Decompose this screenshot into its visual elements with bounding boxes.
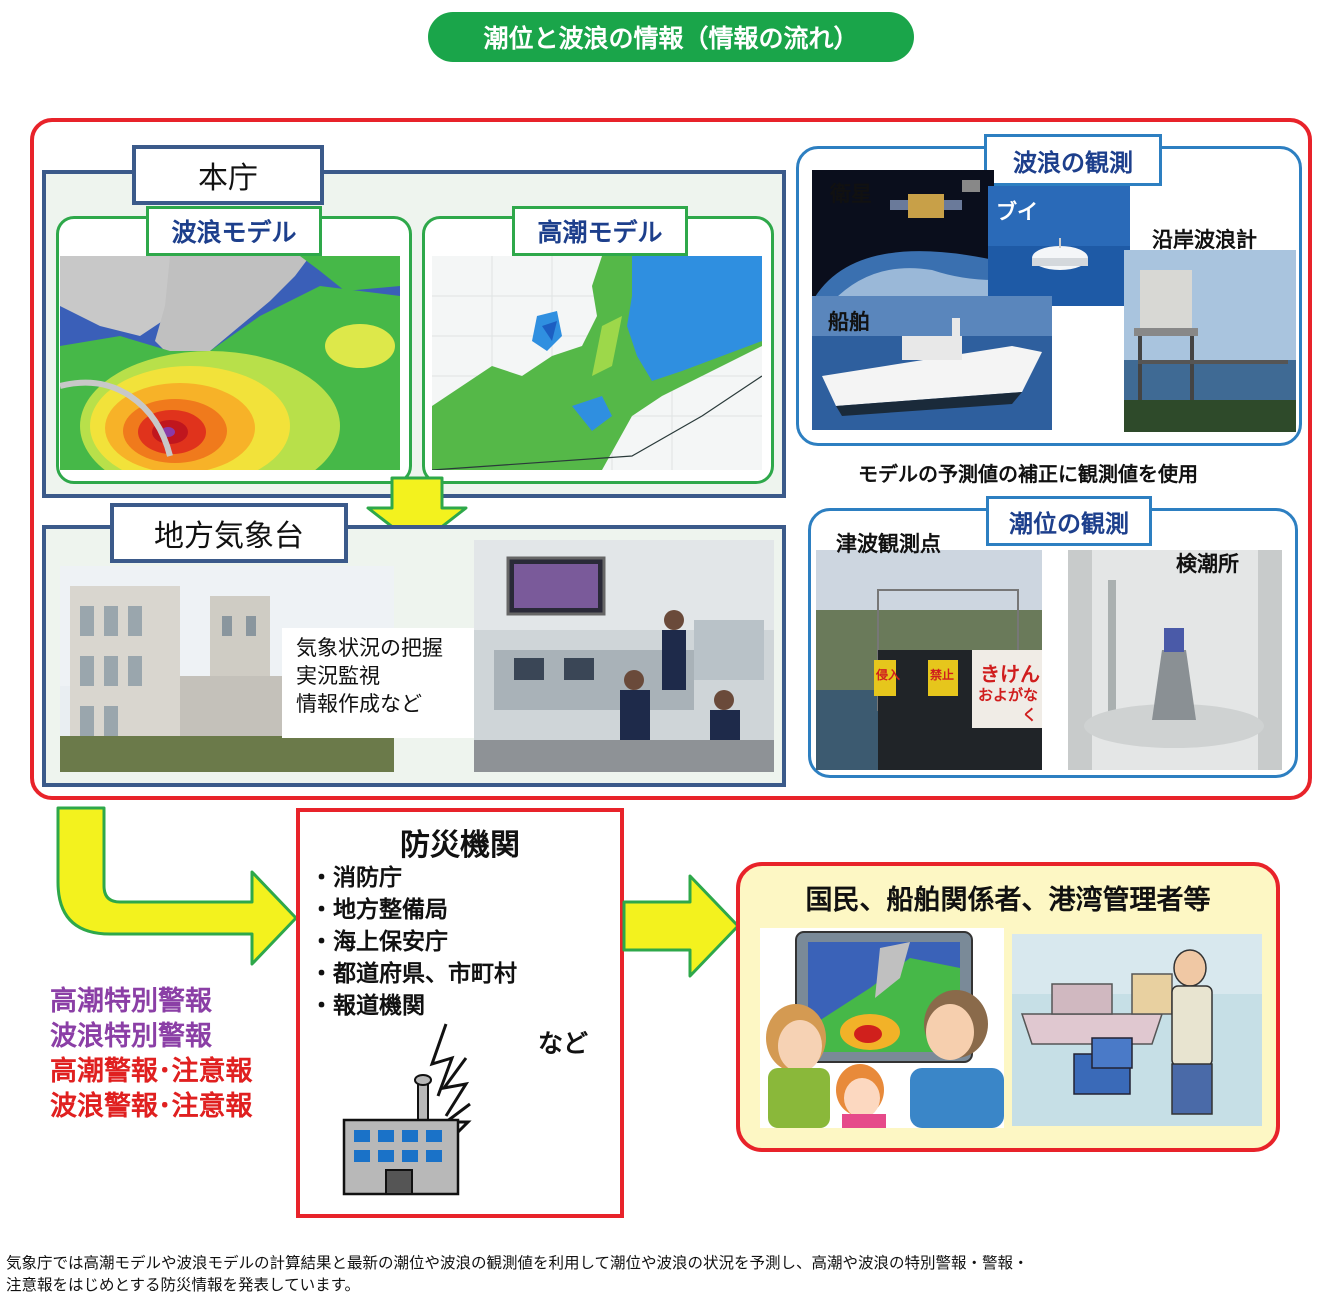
- warning-item: 高潮警報･注意報: [50, 1056, 253, 1087]
- flow-arrow-to-public: [622, 874, 740, 978]
- bosai-item: ・海上保安庁: [310, 929, 448, 955]
- coastal-wave-gauge-photo: [1124, 250, 1296, 432]
- tide-station-photo: [1068, 550, 1282, 770]
- sign-text: 侵入: [876, 668, 901, 682]
- bosai-item: ・報道機関: [310, 993, 425, 1019]
- task-line: 実況監視: [296, 664, 380, 688]
- task-line: 情報作成など: [296, 692, 422, 716]
- operations-room-photo: [474, 540, 774, 772]
- task-line: 気象状況の把握: [296, 636, 443, 660]
- family-watching-screen-illustration: [760, 928, 1004, 1128]
- warnings-list: 高潮特別警報 波浪特別警報 高潮警報･注意報 波浪警報･注意報: [50, 984, 253, 1124]
- bosai-title: 防災機関: [400, 828, 520, 863]
- footer-line: 気象庁では高潮モデルや波浪モデルの計算結果と最新の潮位や波浪の観測値を利用して潮…: [6, 1254, 1029, 1272]
- warning-item: 波浪警報･注意報: [50, 1091, 253, 1122]
- wave-observation-label: 波浪の観測: [984, 134, 1162, 186]
- jma-frame: [30, 118, 1312, 800]
- buoy-photo: [988, 186, 1130, 306]
- wave-model-map: [60, 256, 400, 470]
- page-title: 潮位と波浪の情報（情報の流れ）: [428, 12, 914, 62]
- bosai-item: ・地方整備局: [310, 897, 448, 923]
- bosai-item: ・都道府県、市町村: [310, 961, 517, 987]
- warning-item: 高潮特別警報: [50, 986, 212, 1017]
- local-office-label: 地方気象台: [110, 503, 348, 563]
- local-office-tasks: 気象状況の把握 実況監視 情報作成など: [282, 628, 500, 738]
- wave-model-label: 波浪モデル: [146, 206, 322, 256]
- sign-text: く: [1022, 706, 1038, 724]
- satellite-label: 衛星: [830, 182, 872, 206]
- flow-arrow-to-bosai: [56, 806, 298, 966]
- honcho-label: 本庁: [132, 145, 324, 205]
- ship-label: 船舶: [828, 310, 870, 334]
- footer-line: 注意報をはじめとする防災情報を発表しています。: [6, 1276, 361, 1294]
- coastal-wave-gauge-label: 沿岸波浪計: [1152, 228, 1257, 252]
- tide-observation-label: 潮位の観測: [986, 496, 1152, 546]
- bosai-frame: [296, 808, 624, 1218]
- harbor-worker-illustration: [1012, 934, 1262, 1126]
- bosai-list: ・消防庁 ・地方整備局 ・海上保安庁 ・都道府県、市町村 ・報道機関: [310, 862, 517, 1022]
- satellite-photo: [812, 170, 994, 302]
- sign-text: きけん: [980, 662, 1040, 686]
- footer-description: 気象庁では高潮モデルや波浪モデルの計算結果と最新の潮位や波浪の観測値を利用して潮…: [6, 1252, 1334, 1296]
- sign-text: およがな: [978, 686, 1039, 704]
- broadcast-building-icon: [342, 1023, 472, 1196]
- ship-photo: [812, 296, 1052, 430]
- tide-station-label: 検潮所: [1176, 552, 1239, 576]
- tide-model-map: [432, 256, 762, 470]
- correction-note: モデルの予測値の補正に観測値を使用: [858, 462, 1198, 486]
- public-title: 国民、船舶関係者、港湾管理者等: [805, 885, 1211, 916]
- tsunami-point-label: 津波観測点: [836, 532, 941, 556]
- tsunami-point-photo: [816, 550, 1042, 770]
- tide-model-label: 高潮モデル: [512, 206, 688, 256]
- bosai-item: ・消防庁: [310, 865, 402, 891]
- warning-item: 波浪特別警報: [50, 1021, 212, 1052]
- sign-text: 禁止: [930, 668, 955, 682]
- bosai-etc: など: [538, 1029, 589, 1058]
- buoy-label: ブイ: [996, 200, 1038, 224]
